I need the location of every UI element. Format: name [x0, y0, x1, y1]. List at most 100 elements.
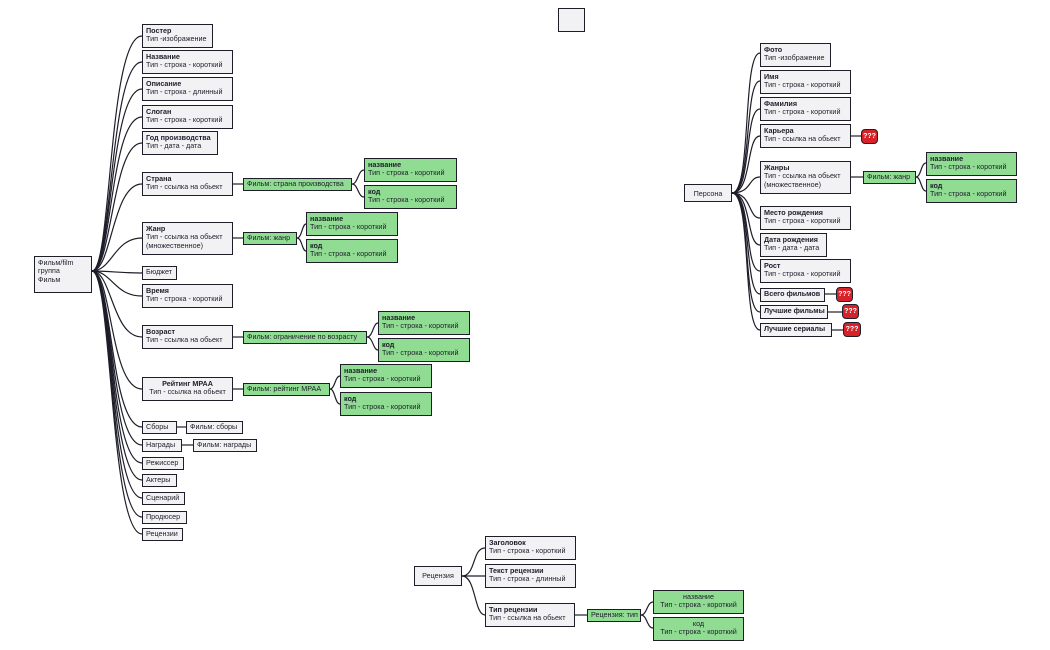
person-lastname-node[interactable]: Фамилия Тип - строка - короткий	[760, 97, 851, 121]
person-genres-relation[interactable]: Фильм: жанр	[863, 171, 916, 184]
node-title: код	[930, 181, 943, 190]
person-career-node[interactable]: Карьера Тип - ссылка на обьект	[760, 124, 851, 148]
film-country-field-name[interactable]: название Тип - строка - короткий	[364, 158, 457, 182]
node-title: Время	[146, 286, 169, 295]
film-genre-node[interactable]: Жанр Тип - ссылка на обьект (множественн…	[142, 222, 233, 255]
film-director-node[interactable]: Режиссер	[142, 457, 184, 470]
film-awards-node[interactable]: Награды	[142, 439, 182, 452]
film-age-relation[interactable]: Фильм: ограничение по возрасту	[243, 331, 367, 344]
node-type: Тип - строка - короткий	[368, 195, 445, 205]
film-fees-node[interactable]: Сборы	[142, 421, 177, 434]
node-title: Лучшие сериалы	[764, 324, 826, 333]
film-producer-node[interactable]: Продюсер	[142, 511, 187, 524]
node-type: Тип - ссылка на обьект	[149, 387, 226, 397]
film-name-node[interactable]: Название Тип - строка - короткий	[142, 50, 233, 74]
film-genre-field-code[interactable]: код Тип - строка - короткий	[306, 239, 398, 263]
film-fees-relation[interactable]: Фильм: сборы	[186, 421, 243, 434]
node-type: Тип - строка - короткий	[368, 168, 445, 178]
review-type-relation[interactable]: Рецензия: тип	[587, 609, 641, 622]
node-title: Рецензия	[422, 571, 454, 580]
node-title: Год производства	[146, 133, 211, 142]
node-type: Тип - строка - короткий	[930, 189, 1007, 199]
person-best-films-node[interactable]: Лучшие фильмы	[760, 305, 828, 319]
node-title: код	[692, 619, 705, 628]
node-title: Фото	[764, 45, 783, 54]
film-awards-relation[interactable]: Фильм: награды	[193, 439, 257, 452]
film-mpaa-relation[interactable]: Фильм: рейтинг МРАА	[243, 383, 330, 396]
film-root-line-2: группа	[38, 266, 60, 276]
node-type: Тип - строка - короткий	[344, 402, 421, 412]
review-type-node[interactable]: Тип рецензии Тип - ссылка на обьект	[485, 603, 575, 627]
relation-label: Фильм: сборы	[190, 422, 238, 431]
node-title: Бюджет	[146, 267, 173, 276]
relation-label: Фильм: рейтинг МРАА	[247, 384, 322, 393]
person-genres-field-name[interactable]: название Тип - строка - короткий	[926, 152, 1017, 176]
film-budget-node[interactable]: Бюджет	[142, 266, 177, 280]
person-photo-node[interactable]: Фото Тип -изображение	[760, 43, 831, 67]
film-genre-field-name[interactable]: название Тип - строка - короткий	[306, 212, 398, 236]
node-title: Карьера	[764, 126, 794, 135]
film-age-field-code[interactable]: код Тип - строка - короткий	[378, 338, 470, 362]
film-mpaa-node[interactable]: Рейтинг МРАА Тип - ссылка на обьект	[142, 377, 233, 401]
film-root-line-1: Фильм/film	[38, 258, 74, 267]
film-actors-node[interactable]: Актеры	[142, 474, 177, 487]
person-best-series-node[interactable]: Лучшие сериалы	[760, 323, 832, 337]
person-genres-node[interactable]: Жанры Тип - ссылка на обьект (множествен…	[760, 161, 851, 194]
film-year-node[interactable]: Год производства Тип - дата - дата	[142, 131, 218, 155]
node-type: Тип -изображение	[764, 53, 825, 63]
film-poster-node[interactable]: Постер Тип -изображение	[142, 24, 213, 48]
node-type: Тип - строка - длинный	[489, 574, 566, 584]
node-title: название	[382, 313, 416, 322]
film-root-node[interactable]: Фильм/film группа Фильм	[34, 256, 92, 293]
person-total-unknown-badge[interactable]: ???	[836, 287, 853, 302]
relation-label: Фильм: жанр	[247, 233, 291, 242]
node-type: Тип - ссылка на обьект	[146, 232, 223, 242]
person-firstname-node[interactable]: Имя Тип - строка - короткий	[760, 70, 851, 94]
person-career-unknown-badge[interactable]: ???	[861, 129, 878, 144]
review-heading-node[interactable]: Заголовок Тип - строка - короткий	[485, 536, 576, 560]
node-title: Персона	[693, 189, 723, 198]
film-script-node[interactable]: Сценарий	[142, 492, 185, 505]
film-genre-relation[interactable]: Фильм: жанр	[243, 232, 297, 245]
node-title: название	[344, 366, 378, 375]
node-title: название	[683, 592, 714, 601]
relation-label: Фильм: страна производства	[247, 179, 344, 188]
review-text-node[interactable]: Текст рецензии Тип - строка - длинный	[485, 564, 576, 588]
person-genres-field-code[interactable]: код Тип - строка - короткий	[926, 179, 1017, 203]
node-title: Имя	[764, 72, 779, 81]
person-best-films-unknown-badge[interactable]: ???	[842, 304, 859, 319]
film-slogan-node[interactable]: Слоган Тип - строка - короткий	[142, 105, 233, 129]
node-title: Всего фильмов	[764, 289, 821, 298]
node-type: Тип - строка - короткий	[660, 627, 737, 637]
film-country-relation[interactable]: Фильм: страна производства	[243, 178, 352, 191]
node-title: Рост	[764, 261, 781, 270]
film-age-field-name[interactable]: название Тип - строка - короткий	[378, 311, 470, 335]
review-type-field-name[interactable]: название Тип - строка - короткий	[653, 590, 744, 614]
film-mpaa-field-code[interactable]: код Тип - строка - короткий	[340, 392, 432, 416]
film-time-node[interactable]: Время Тип - строка - короткий	[142, 284, 233, 308]
person-height-node[interactable]: Рост Тип - строка - короткий	[760, 259, 851, 283]
film-reviews-node[interactable]: Рецензии	[142, 528, 183, 541]
node-type: Тип -изображение	[146, 34, 207, 44]
node-title: Лучшие фильмы	[764, 306, 825, 315]
node-type: Тип - строка - короткий	[764, 216, 841, 226]
film-country-field-code[interactable]: код Тип - строка - короткий	[364, 185, 457, 209]
person-best-series-unknown-badge[interactable]: ???	[843, 322, 861, 337]
film-age-node[interactable]: Возраст Тип - ссылка на обьект	[142, 325, 233, 349]
film-mpaa-field-name[interactable]: название Тип - строка - короткий	[340, 364, 432, 388]
node-title: Возраст	[146, 327, 175, 336]
person-root-node[interactable]: Персона	[684, 184, 732, 202]
node-title: Режиссер	[146, 458, 179, 467]
node-title: название	[310, 214, 344, 223]
review-root-node[interactable]: Рецензия	[414, 566, 462, 586]
film-description-node[interactable]: Описание Тип - строка - длинный	[142, 77, 233, 101]
node-title: Сборы	[146, 422, 169, 431]
person-birthdate-node[interactable]: Дата рождения Тип - дата - дата	[760, 233, 827, 257]
review-type-field-code[interactable]: код Тип - строка - короткий	[653, 617, 744, 641]
node-type: Тип - строка - короткий	[344, 374, 421, 384]
empty-square-node[interactable]	[558, 8, 585, 32]
person-total-films-node[interactable]: Всего фильмов	[760, 288, 825, 302]
film-country-node[interactable]: Страна Тип - ссылка на обьект	[142, 172, 233, 196]
node-title: название	[930, 154, 964, 163]
person-birthplace-node[interactable]: Место рождения Тип - строка - короткий	[760, 206, 851, 230]
